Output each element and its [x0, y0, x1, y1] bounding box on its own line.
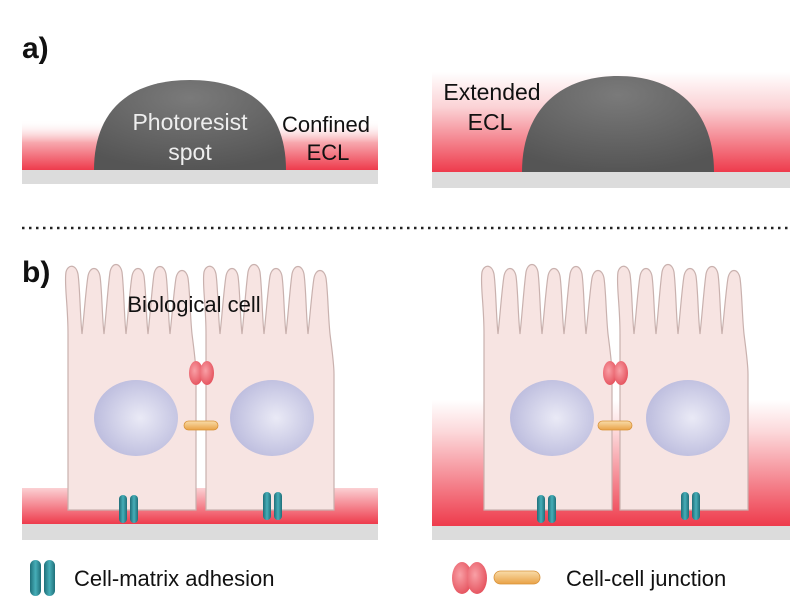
photoresist-spot: [522, 76, 714, 172]
cell-matrix-adhesion: [692, 492, 700, 520]
nucleus: [94, 380, 178, 456]
confined-label-line1: Confined: [282, 112, 370, 137]
cell-matrix-adhesion: [119, 495, 127, 523]
panel-a-label: a): [22, 32, 49, 65]
cell-cell-junction-orange: [597, 420, 633, 431]
nucleus: [230, 380, 314, 456]
legend-cell-cell-label: Cell-cell junction: [566, 566, 726, 591]
confined-label-line2: ECL: [307, 140, 350, 165]
substrate: [22, 524, 378, 540]
cell-matrix-adhesion: [681, 492, 689, 520]
extended-label-line2: ECL: [468, 109, 513, 135]
spot-label-line2: spot: [168, 139, 212, 165]
substrate: [22, 170, 378, 184]
legend-cell-matrix-icon: [30, 560, 55, 596]
cell-cell-junction-red: [614, 361, 628, 385]
panel-b-label: b): [22, 256, 50, 289]
legend: Cell-matrix adhesion Cell-cell junction: [30, 560, 726, 596]
cell-matrix-adhesion: [537, 495, 545, 523]
cell-cell-junction-red: [200, 361, 214, 385]
nucleus: [510, 380, 594, 456]
panel-a-extended: Extended ECL: [432, 72, 790, 188]
cell-matrix-adhesion: [130, 495, 138, 523]
cell-matrix-adhesion: [263, 492, 271, 520]
panel-a-confined: Photoresist spot Confined ECL: [22, 80, 378, 184]
legend-cell-matrix-label: Cell-matrix adhesion: [74, 566, 275, 591]
extended-label-line1: Extended: [443, 79, 540, 105]
spot-label-line1: Photoresist: [132, 109, 248, 135]
biological-cell-label: Biological cell: [127, 292, 260, 317]
panel-b-extended: [432, 263, 790, 540]
panel-b-confined: Biological cell: [22, 263, 378, 540]
nucleus: [646, 380, 730, 456]
cell-cell-junction-orange: [183, 420, 219, 431]
substrate: [432, 526, 790, 540]
cell-matrix-adhesion: [274, 492, 282, 520]
substrate: [432, 172, 790, 188]
cell-matrix-adhesion: [548, 495, 556, 523]
cell-cell-junction-red: [603, 361, 617, 385]
photoresist-spot: [94, 80, 286, 170]
legend-cell-cell-icon: [452, 562, 541, 594]
cell-cell-junction-red: [189, 361, 203, 385]
